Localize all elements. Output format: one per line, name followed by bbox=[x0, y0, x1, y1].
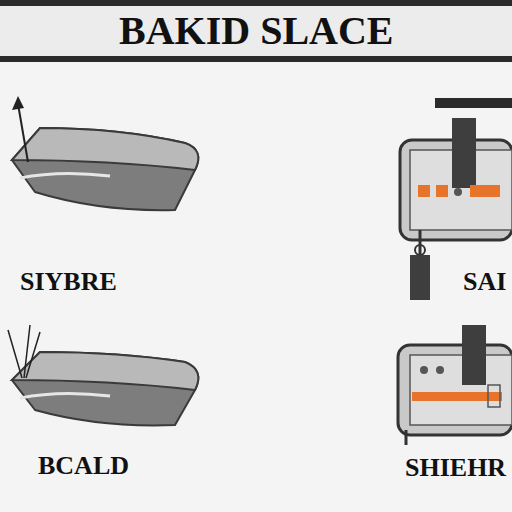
part-label: SHIEHR bbox=[405, 454, 506, 483]
device-figure bbox=[398, 325, 512, 445]
title: BAKID SLACE bbox=[119, 9, 394, 53]
part-label: SAI bbox=[463, 268, 506, 297]
blade-figure bbox=[12, 96, 198, 210]
header-bottom-bar bbox=[0, 56, 512, 62]
blade-figure bbox=[8, 325, 198, 425]
device-figure bbox=[400, 98, 512, 300]
header-band bbox=[0, 0, 512, 60]
part-label: BCALD bbox=[38, 452, 129, 481]
part-label: SIYBRE bbox=[20, 268, 117, 297]
header-top-bar bbox=[0, 0, 512, 6]
